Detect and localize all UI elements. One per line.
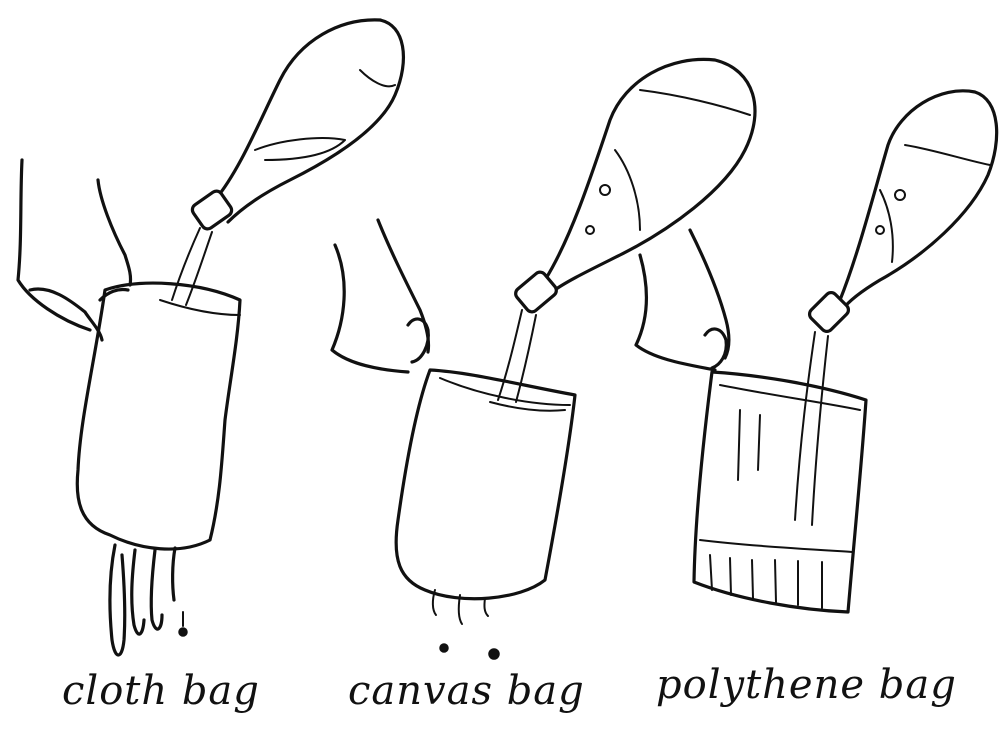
canvas-bag-panel — [332, 59, 755, 659]
water-drips — [110, 545, 187, 655]
hand-drawing — [332, 220, 429, 372]
water-drips — [433, 590, 499, 659]
polythene-bag-drawing — [694, 372, 866, 612]
cloth-bag-caption: cloth bag — [62, 668, 260, 714]
hand-drawing — [18, 160, 131, 340]
canvas-bag-caption: canvas bag — [348, 668, 585, 714]
bottle-drawing — [172, 20, 403, 305]
bottle-drawing — [498, 59, 755, 402]
canvas-bag-drawing — [396, 370, 575, 599]
hand-drawing — [636, 230, 729, 370]
bottle-drawing — [795, 91, 997, 525]
cloth-bag-drawing — [77, 283, 240, 549]
polythene-bag-panel — [636, 91, 997, 612]
polythene-bag-caption: polythene bag — [656, 662, 957, 708]
cloth-bag-panel — [18, 20, 403, 655]
